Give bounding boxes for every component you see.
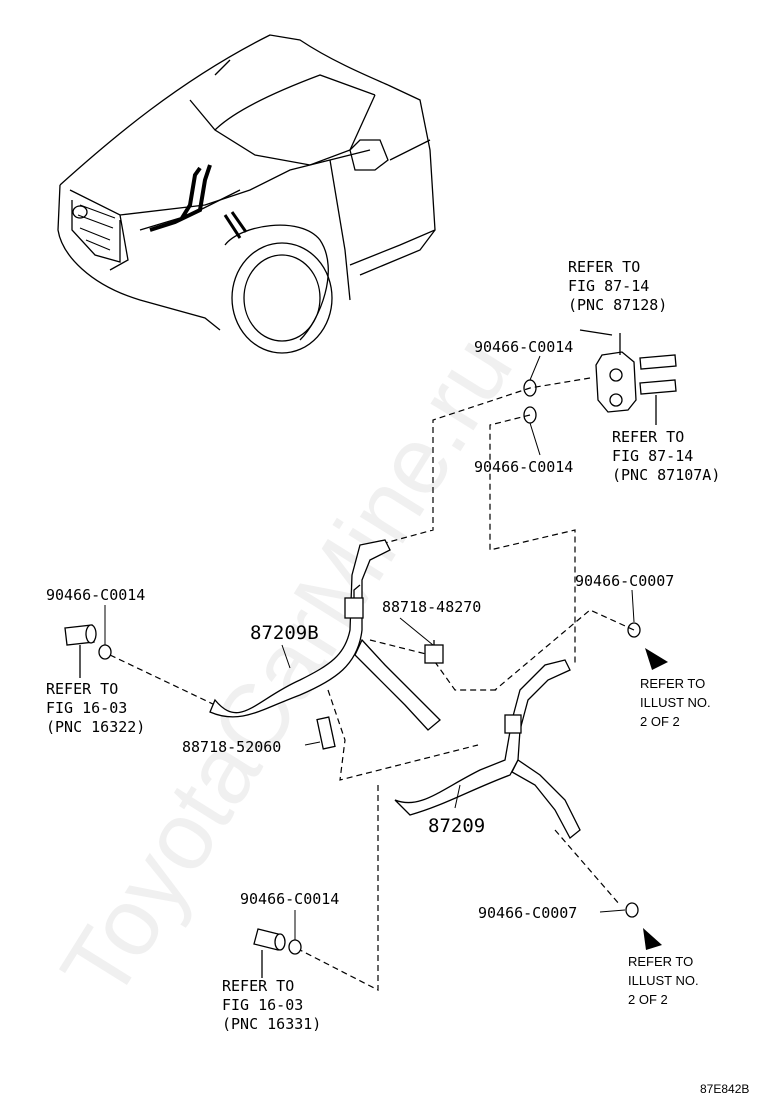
reference-lines xyxy=(109,377,635,991)
part-number-90466-c0007-right: 90466-C0007 xyxy=(575,572,675,590)
refer-fig-16-03-pnc-16331: REFER TO FIG 16-03 (PNC 16331) xyxy=(222,977,322,1033)
part-number-90466-c0014-left: 90466-C0014 xyxy=(46,586,146,604)
figure-code: 87E842B xyxy=(700,1082,750,1096)
part-number-90466-c0014-bottom: 90466-C0014 xyxy=(240,890,340,908)
vehicle-illustration xyxy=(57,34,436,354)
hose-87209 xyxy=(394,659,581,839)
clamp-88718 xyxy=(316,640,444,750)
part-number-90466-c0014-upper: 90466-C0014 xyxy=(474,338,574,356)
part-number-88718-52060: 88718-52060 xyxy=(182,738,282,756)
part-number-90466-c0007-bottom: 90466-C0007 xyxy=(478,904,578,922)
refer-illust-2-of-2-upper: REFER TO ILLUST NO. 2 OF 2 xyxy=(640,676,711,729)
part-number-87209b: 87209B xyxy=(250,622,319,644)
side-pipes xyxy=(64,624,286,978)
refer-fig-87-14-pnc-87128: REFER TO FIG 87-14 (PNC 87128) xyxy=(568,258,668,314)
leader-lines xyxy=(104,355,635,940)
hose-87209b xyxy=(209,539,441,731)
part-number-90466-c0014-lower: 90466-C0014 xyxy=(474,458,574,476)
refer-fig-87-14-pnc-87107a: REFER TO FIG 87-14 (PNC 87107A) xyxy=(612,428,721,484)
part-number-87209: 87209 xyxy=(428,815,486,837)
refer-fig-16-03-pnc-16322: REFER TO FIG 16-03 (PNC 16322) xyxy=(46,680,146,736)
heater-pipe-grommet xyxy=(579,329,677,425)
refer-illust-2-of-2-lower: REFER TO ILLUST NO. 2 OF 2 xyxy=(628,954,699,1007)
arrow-icons xyxy=(643,648,668,950)
part-number-88718-48270: 88718-48270 xyxy=(382,598,482,616)
